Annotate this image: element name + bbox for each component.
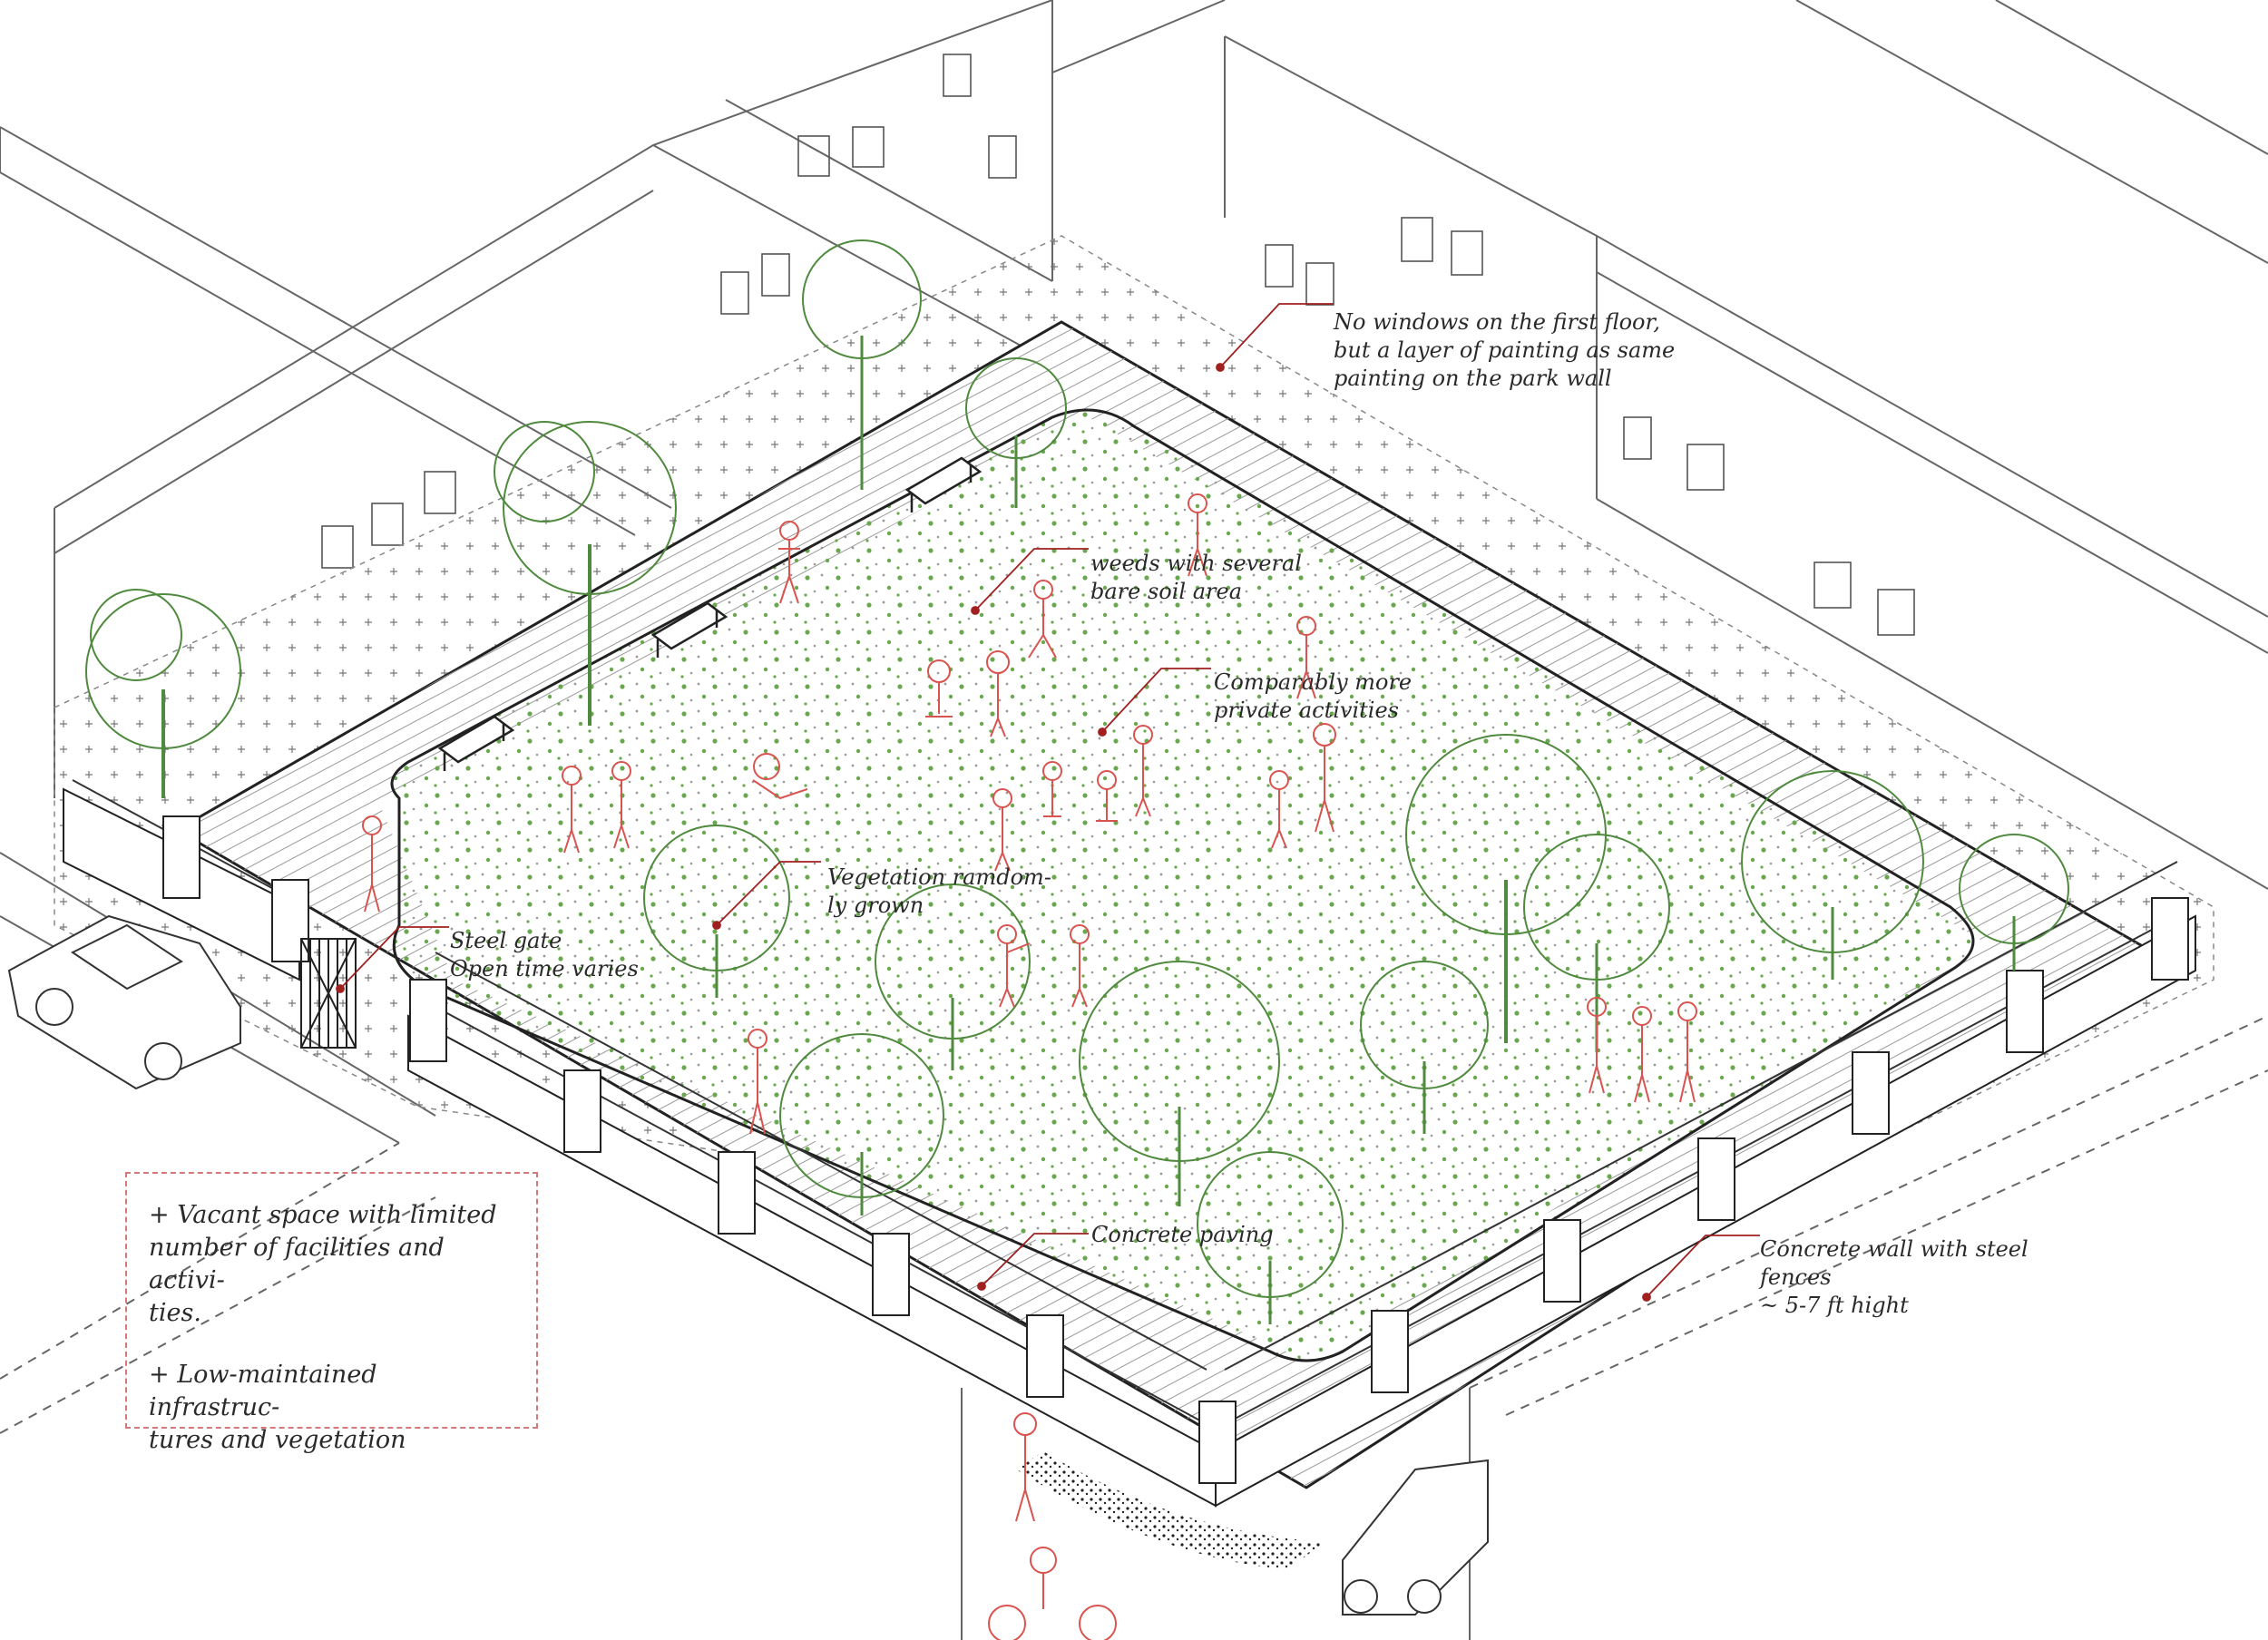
person-icon bbox=[997, 924, 1031, 1008]
tree-icon bbox=[779, 1033, 944, 1215]
person-icon bbox=[986, 650, 1010, 737]
note-vacant-space: + Vacant space with limited number of fa… bbox=[149, 1201, 497, 1327]
person-icon bbox=[1313, 723, 1336, 833]
person-icon bbox=[1296, 616, 1316, 699]
person-icon bbox=[1188, 493, 1207, 577]
person-icon bbox=[1028, 580, 1057, 659]
person-icon bbox=[1133, 725, 1153, 817]
person-icon bbox=[748, 1029, 767, 1135]
steel-gate-icon bbox=[300, 938, 357, 1049]
person-icon bbox=[778, 521, 800, 604]
bench-icon bbox=[904, 456, 982, 512]
person-icon bbox=[1013, 1412, 1037, 1522]
fence-pillars bbox=[162, 815, 2189, 1484]
tree-icon bbox=[965, 357, 1067, 508]
annotation-private-activities: Comparably more private activities bbox=[1214, 669, 1413, 723]
person-icon bbox=[925, 659, 953, 718]
summary-note-box: + Vacant space with limited number of fa… bbox=[125, 1172, 538, 1454]
person-icon bbox=[1269, 770, 1289, 849]
annotation-concrete-paving: Concrete paving bbox=[1091, 1222, 1274, 1247]
note-low-maintained: + Low-maintained infrastruc- tures and v… bbox=[149, 1361, 406, 1454]
annotation-steel-gate: Steel gate Open time varies bbox=[450, 928, 639, 981]
tree-icon bbox=[875, 883, 1031, 1070]
people bbox=[362, 493, 1697, 1640]
annotation-leaders bbox=[336, 303, 1760, 1302]
person-icon bbox=[1042, 761, 1062, 817]
person-icon bbox=[752, 753, 808, 800]
gravel-area bbox=[1016, 1451, 1325, 1569]
bench-icon bbox=[437, 715, 515, 771]
tree-icon bbox=[643, 825, 790, 998]
tree-icon bbox=[802, 239, 922, 490]
person-icon bbox=[611, 761, 631, 849]
annotation-vegetation: Vegetation ramdom- ly grown bbox=[827, 864, 1051, 918]
person-icon bbox=[992, 788, 1012, 872]
tree-icon bbox=[1959, 834, 2069, 971]
tree-icon bbox=[1197, 1151, 1344, 1324]
tree-icon bbox=[494, 421, 677, 726]
benches bbox=[437, 456, 982, 771]
person-icon bbox=[1677, 1001, 1697, 1103]
annotation-windows: No windows on the first floor, but a lay… bbox=[1334, 309, 1676, 391]
car-icon bbox=[1342, 1459, 1489, 1616]
tree-icon bbox=[85, 589, 241, 798]
trees bbox=[85, 239, 2069, 1324]
tree-icon bbox=[1360, 961, 1489, 1134]
bench-icon bbox=[650, 601, 728, 658]
cyclist-icon bbox=[988, 1547, 1117, 1640]
building-windows bbox=[321, 54, 1915, 636]
annotation-weeds: weeds with several bare soil area bbox=[1090, 551, 1302, 604]
person-icon bbox=[562, 766, 582, 854]
person-icon bbox=[362, 815, 382, 913]
car-icon bbox=[7, 914, 241, 1090]
annotation-concrete-wall: Concrete wall with steel fences ~ 5-7 ft… bbox=[1760, 1236, 2028, 1318]
tree-icon bbox=[1741, 770, 1924, 980]
person-icon bbox=[1632, 1006, 1652, 1103]
person-icon bbox=[1587, 997, 1607, 1094]
person-icon bbox=[1070, 924, 1090, 1008]
person-icon bbox=[1096, 770, 1118, 822]
tree-icon bbox=[1079, 961, 1280, 1206]
